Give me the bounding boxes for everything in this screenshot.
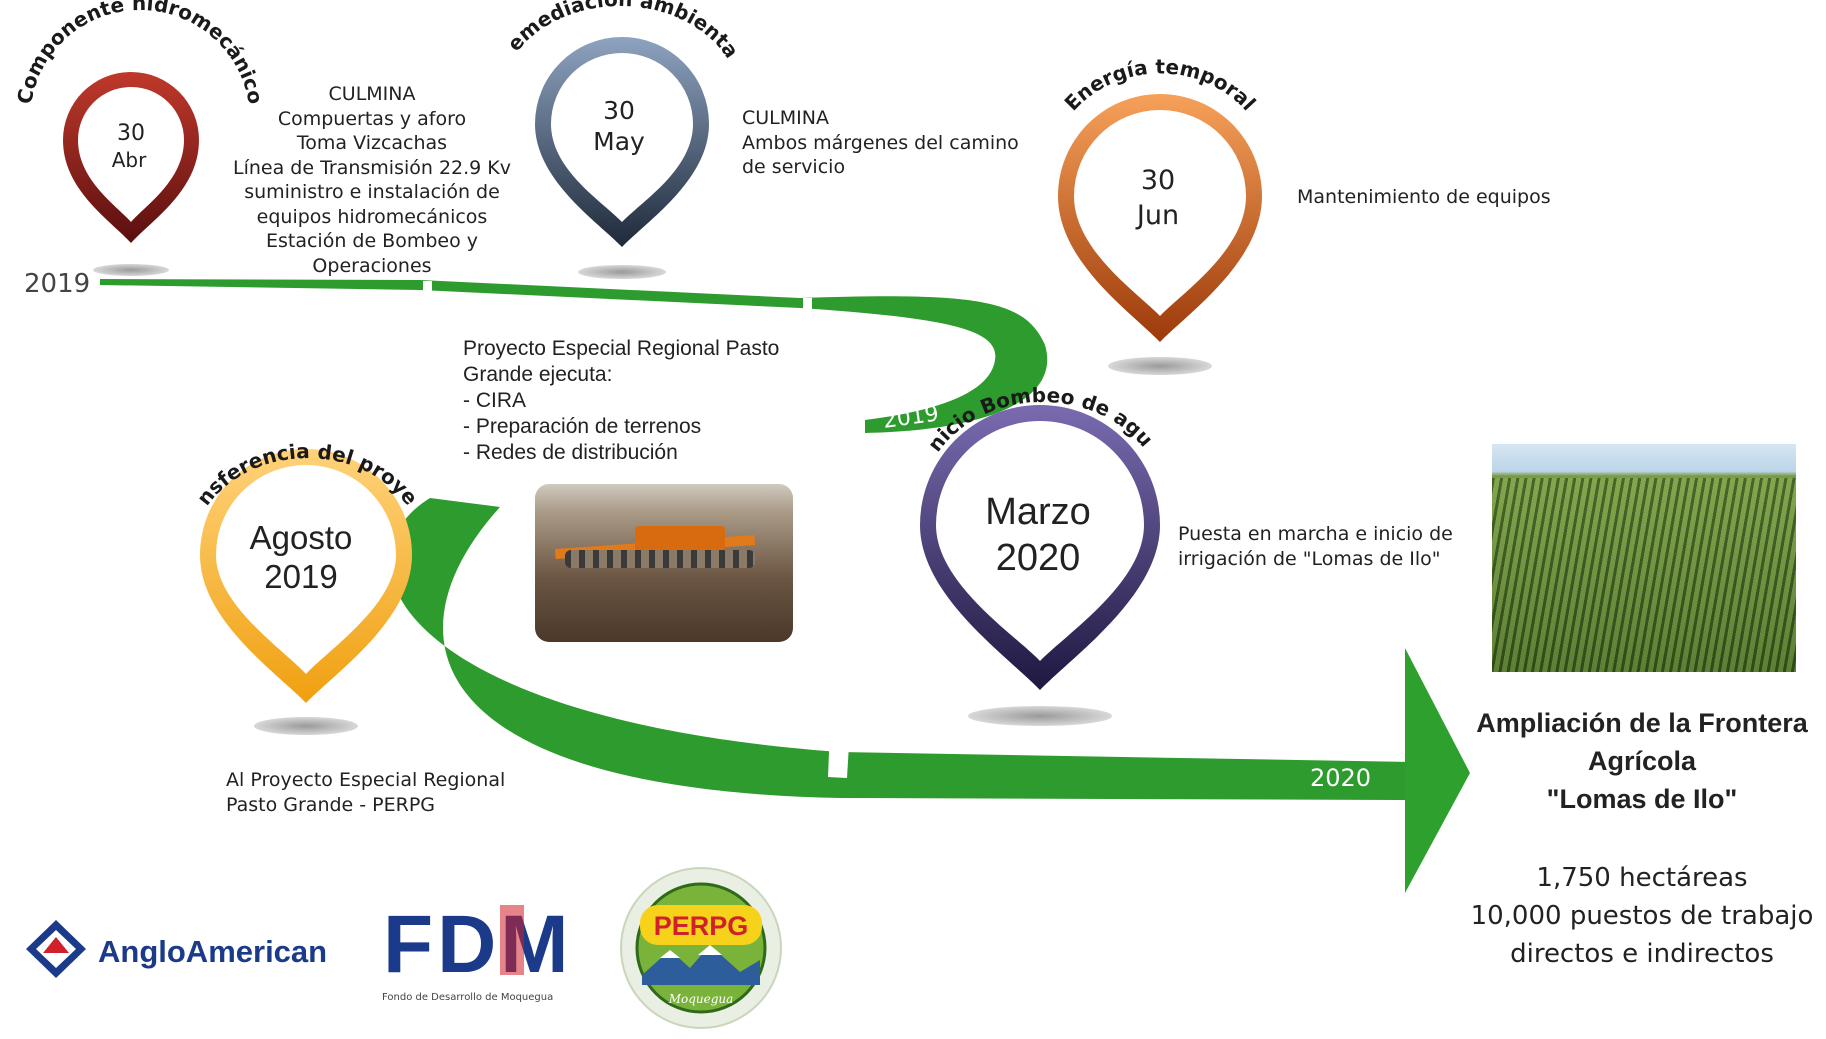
pin-shadow — [93, 264, 169, 276]
note-line: Al Proyecto Especial Regional — [226, 769, 506, 791]
note-line: Grande ejecuta: — [463, 363, 613, 386]
pin-remed-day: 30 — [603, 96, 635, 125]
note-line: Línea de Transmisión 22.9 Kv — [233, 156, 511, 179]
anglo-wordmark: AngloAmerican — [98, 934, 327, 969]
pin-shadow — [578, 265, 666, 279]
result-title-line: Agrícola — [1587, 746, 1697, 776]
result-title-line: "Lomas de Ilo" — [1546, 784, 1738, 814]
note-line: - CIRA — [463, 389, 526, 412]
note-line: Pasto Grande - PERPG — [226, 793, 436, 816]
result-stat-line: 10,000 puestos de trabajo — [1470, 901, 1814, 931]
note-line: CULMINA — [742, 107, 829, 129]
timeline-band — [100, 279, 1470, 893]
note-line: Mantenimiento de equipos — [1297, 186, 1551, 208]
perpg-bottom-text: Moquegua — [668, 992, 734, 1006]
note-line: Puesta en marcha e inicio de — [1178, 523, 1453, 545]
crop-rows — [1492, 478, 1796, 672]
note-transfer: Al Proyecto Especial Regional Pasto Gran… — [226, 768, 546, 817]
note-hidro: CULMINA Compuertas y aforo Toma Vizcacha… — [228, 82, 516, 278]
tick-mark — [828, 727, 850, 778]
fdm-logo: FDM Fondo de Desarrollo de Moquegua — [382, 899, 573, 1003]
note-line: Proyecto Especial Regional Pasto — [463, 337, 780, 360]
pin-remed — [535, 37, 709, 247]
note-line: irrigación de "Lomas de Ilo" — [1178, 547, 1441, 570]
pin-transfer-month: Agosto — [250, 519, 353, 556]
tillage-photo — [535, 484, 793, 642]
fdm-subtitle: Fondo de Desarrollo de Moquegua — [382, 992, 553, 1003]
note-line: de servicio — [742, 156, 846, 178]
year-curve-label: 2019 — [881, 401, 940, 434]
pin-hidro — [63, 72, 199, 243]
note-line: CULMINA — [328, 83, 416, 105]
pin-bombeo-year: 2020 — [996, 537, 1081, 579]
year-end-label: 2020 — [1310, 764, 1371, 792]
result-title-line: Ampliación de la Frontera — [1476, 708, 1808, 738]
result-title: Ampliación de la Frontera Agrícola "Loma… — [1456, 704, 1826, 818]
anglo-logo: AngloAmerican — [26, 920, 327, 978]
note-line: Toma Vizcachas — [296, 132, 448, 154]
result-stat-line: 1,750 hectáreas — [1536, 863, 1748, 893]
pin-shadow — [968, 706, 1112, 726]
pin-hidro-month: Abr — [112, 148, 147, 172]
pin-energia-day: 30 — [1141, 165, 1175, 196]
pin-shadow — [254, 717, 358, 735]
note-line: Operaciones — [312, 254, 432, 277]
year-start-label: 2019 — [24, 269, 90, 299]
pin-transfer-year: 2019 — [264, 558, 337, 595]
pin-shadow — [1108, 357, 1212, 375]
pin-hidro-day: 30 — [117, 121, 145, 146]
pin-transfer — [200, 449, 412, 703]
note-line: - Preparación de terrenos — [463, 415, 702, 438]
note-line: suministro e instalación de — [244, 181, 500, 203]
note-line: - Redes de distribución — [463, 441, 678, 464]
pin-energia — [1058, 94, 1262, 342]
note-energia: Mantenimiento de equipos — [1297, 185, 1587, 210]
note-perpg: Proyecto Especial Regional Pasto Grande … — [463, 336, 823, 466]
perpg-wordmark: PERPG — [654, 911, 749, 941]
note-line: equipos hidromecánicos — [256, 205, 488, 228]
perpg-logo: PERPG Moquegua — [620, 867, 782, 1029]
result-stats: 1,750 hectáreas 10,000 puestos de trabaj… — [1456, 859, 1826, 973]
result-stat-line: directos e indirectos — [1510, 939, 1774, 969]
note-line: Ambos márgenes del camino — [742, 131, 1019, 154]
pin-remed-month: May — [593, 127, 645, 156]
arrow-head — [1405, 648, 1470, 893]
tick-mark — [803, 298, 812, 314]
note-line: Estación de Bombeo y — [265, 230, 479, 252]
tick-mark — [423, 281, 432, 295]
note-remed: CULMINA Ambos márgenes del camino de ser… — [742, 106, 1032, 180]
pin-energia-month: Jun — [1135, 200, 1179, 231]
field-photo — [1492, 444, 1796, 672]
fdm-wordmark: FDM — [383, 899, 573, 990]
note-bombeo: Puesta en marcha e inicio de irrigación … — [1178, 522, 1478, 571]
tillage-machine — [554, 524, 765, 572]
pin-bombeo-month: Marzo — [985, 491, 1091, 533]
note-line: Compuertas y aforo — [277, 107, 467, 130]
fdm-accent — [500, 905, 524, 975]
pin-bombeo — [920, 405, 1160, 690]
